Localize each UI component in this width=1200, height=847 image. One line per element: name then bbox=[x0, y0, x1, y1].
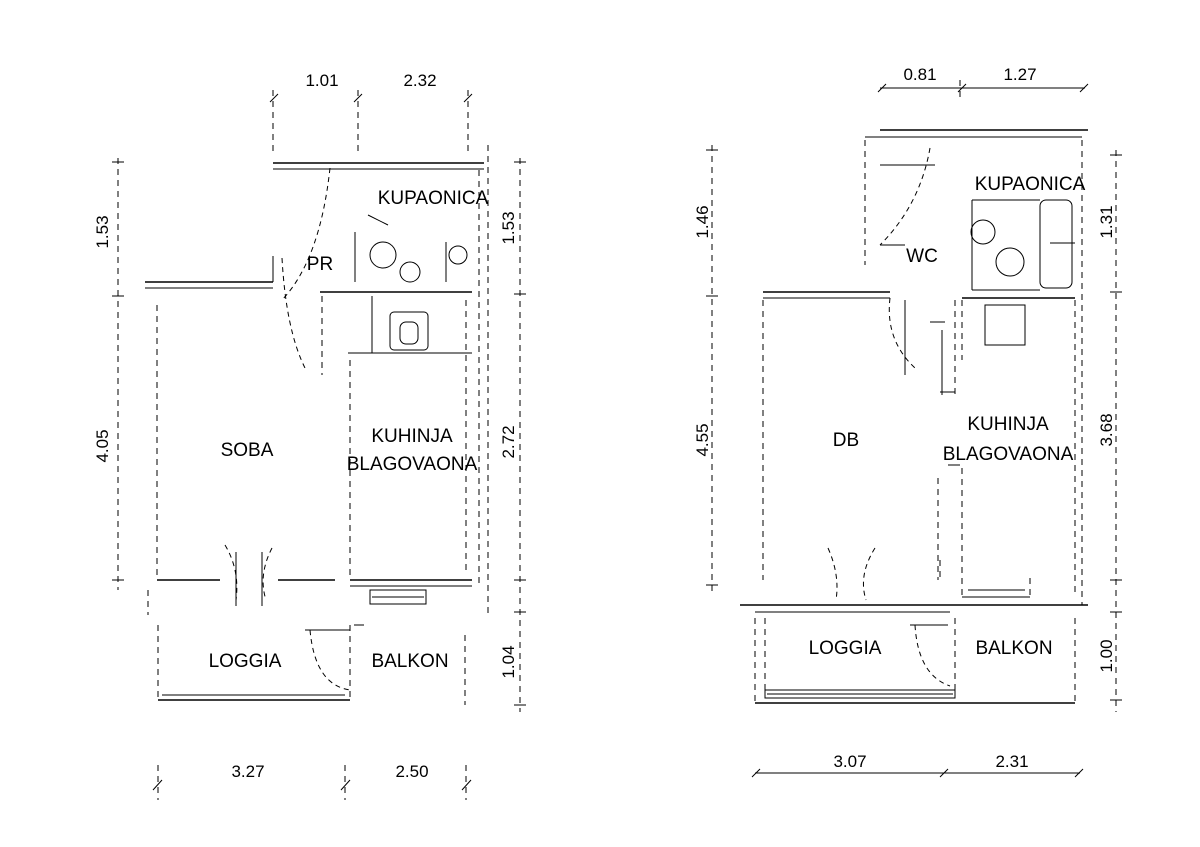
room-label-wc: WC bbox=[906, 246, 938, 267]
right-dimensions: 0.81 1.27 3.07 2.31 1.46 4.55 1.31 3.68 … bbox=[693, 65, 1122, 778]
left-dim-right-3: 1.04 bbox=[499, 645, 518, 678]
left-dim-right-2: 2.72 bbox=[499, 425, 518, 458]
left-walls bbox=[145, 145, 489, 705]
right-dim-left-1: 1.46 bbox=[693, 205, 712, 238]
left-bathroom-fixtures bbox=[354, 214, 468, 351]
right-dim-left-2: 4.55 bbox=[693, 423, 712, 456]
room-label-kitchen-line1: KUHINJA bbox=[371, 426, 453, 447]
room-label-loggia-right: LOGGIA bbox=[809, 638, 882, 659]
room-label-loggia: LOGGIA bbox=[209, 651, 282, 672]
left-doors bbox=[224, 167, 351, 691]
room-label-kitchen-line1-right: KUHINJA bbox=[967, 414, 1049, 435]
right-walls bbox=[740, 129, 1088, 704]
room-label-kitchen-line2-right: BLAGOVAONA bbox=[943, 444, 1074, 465]
room-label-bathroom: KUPAONICA bbox=[378, 188, 489, 209]
room-label-kitchen-line2: BLAGOVAONA bbox=[347, 454, 478, 475]
right-dim-right-2: 3.68 bbox=[1097, 413, 1116, 446]
left-dim-bottom-2: 2.50 bbox=[395, 762, 428, 781]
right-floor-plan: DB KUPAONICA WC KUHINJA BLAGOVAONA LOGGI… bbox=[693, 65, 1122, 778]
left-floor-plan: SOBA KUPAONICA PR KUHINJA BLAGOVAONA LOG… bbox=[93, 71, 526, 800]
room-label-hall: PR bbox=[307, 254, 333, 275]
left-dim-top-2: 2.32 bbox=[403, 71, 436, 90]
room-label-bedroom: SOBA bbox=[221, 440, 274, 461]
left-dim-right-1: 1.53 bbox=[499, 211, 518, 244]
right-dim-right-1: 1.31 bbox=[1097, 205, 1116, 238]
room-label-balcony-right: BALKON bbox=[975, 638, 1052, 659]
right-dim-bottom-2: 2.31 bbox=[995, 752, 1028, 771]
right-doors bbox=[827, 147, 951, 687]
room-label-bathroom-right: KUPAONICA bbox=[975, 174, 1086, 195]
right-dim-right-3: 1.00 bbox=[1097, 639, 1116, 672]
right-room-labels: DB KUPAONICA WC KUHINJA BLAGOVAONA LOGGI… bbox=[809, 174, 1086, 659]
left-dimensions: 1.01 2.32 3.27 2.50 1.53 4.05 1.53 2.72 bbox=[93, 71, 526, 800]
left-room-labels: SOBA KUPAONICA PR KUHINJA BLAGOVAONA LOG… bbox=[209, 188, 489, 672]
left-dim-bottom-1: 3.27 bbox=[231, 762, 264, 781]
left-dim-left-2: 4.05 bbox=[93, 429, 112, 462]
room-label-balcony: BALKON bbox=[371, 651, 448, 672]
left-dim-top-1: 1.01 bbox=[305, 71, 338, 90]
right-bathroom-fixtures bbox=[880, 164, 1075, 346]
right-dim-bottom-1: 3.07 bbox=[833, 752, 866, 771]
right-dim-top-1: 0.81 bbox=[903, 65, 936, 84]
left-dim-left-1: 1.53 bbox=[93, 215, 112, 248]
right-dim-top-2: 1.27 bbox=[1003, 65, 1036, 84]
room-label-living: DB bbox=[833, 430, 859, 451]
